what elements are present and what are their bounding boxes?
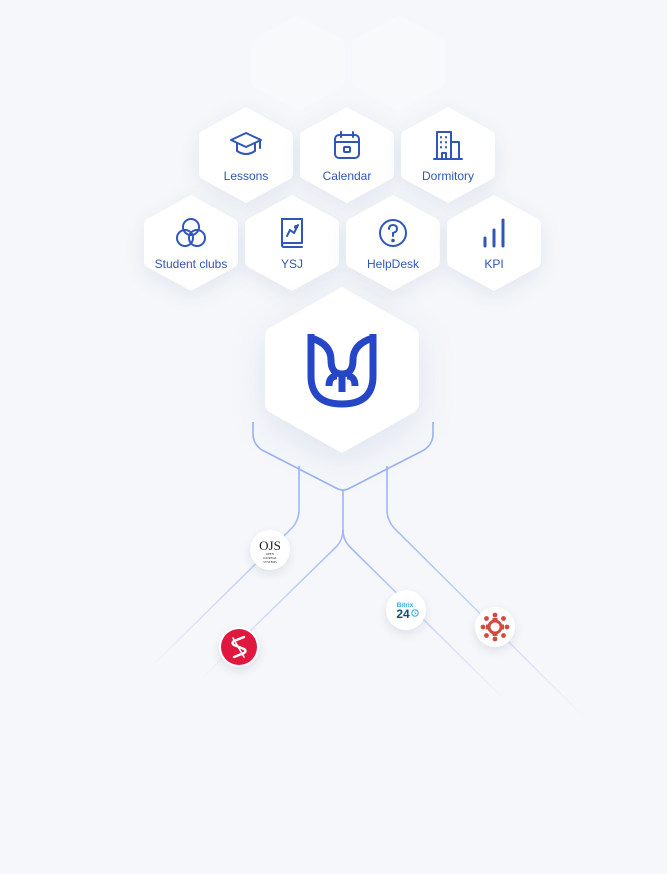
- ghost-hex-right: [350, 13, 448, 113]
- svg-text:OPEN: OPEN: [266, 552, 275, 556]
- ghost-hex-shape: [251, 15, 345, 111]
- tile-ysj[interactable]: YSJ: [243, 193, 341, 293]
- hex-background: [300, 107, 394, 203]
- svg-text:SYSTEMS: SYSTEMS: [263, 560, 277, 564]
- bar-chart-icon: [477, 216, 511, 250]
- tile-calendar[interactable]: Calendar: [298, 105, 396, 205]
- tile-label: YSJ: [280, 257, 303, 271]
- tile-label: Student clubs: [154, 257, 228, 271]
- ghost-hex-left: [249, 13, 347, 113]
- graduation-cap-icon: [229, 128, 263, 162]
- hex-background: [401, 107, 495, 203]
- integration-red-circle[interactable]: [475, 607, 515, 647]
- tile-helpdesk[interactable]: HelpDesk: [344, 193, 442, 293]
- circles-icon: [174, 216, 208, 250]
- tile-label: Lessons: [223, 169, 269, 183]
- red-s-logo-icon: [221, 629, 257, 665]
- canvas-logo-icon: [480, 612, 510, 642]
- tile-dormitory[interactable]: Dormitory: [399, 105, 497, 205]
- building-icon: [431, 128, 465, 162]
- tile-kpi[interactable]: KPI: [445, 193, 543, 293]
- integration-bitrix24[interactable]: Bitrix 24: [386, 590, 426, 630]
- main-hex-background: [265, 287, 419, 453]
- tile-label: Calendar: [322, 169, 372, 183]
- journal-book-icon: [275, 216, 309, 250]
- ojs-logo-icon: OJS OPEN JOURNAL SYSTEMS: [259, 538, 281, 564]
- integration-red-s[interactable]: [219, 627, 259, 667]
- calendar-icon: [330, 128, 364, 162]
- main-logo-hex: [263, 285, 421, 455]
- tile-label: Dormitory: [421, 169, 474, 183]
- ghost-hex-shape: [352, 15, 446, 111]
- svg-text:Bitrix: Bitrix: [397, 602, 414, 609]
- hex-background: [346, 195, 440, 291]
- tile-label: KPI: [484, 257, 504, 271]
- help-circle-icon: [376, 216, 410, 250]
- svg-text:JOURNAL: JOURNAL: [263, 556, 277, 560]
- tile-label: HelpDesk: [366, 257, 420, 271]
- tile-student-clubs[interactable]: Student clubs: [142, 193, 240, 293]
- integration-ojs[interactable]: OJS OPEN JOURNAL SYSTEMS: [250, 530, 290, 570]
- svg-text:OJS: OJS: [259, 538, 281, 553]
- tile-lessons[interactable]: Lessons: [197, 105, 295, 205]
- university-logo-icon: [307, 334, 377, 408]
- svg-text:24: 24: [396, 607, 410, 621]
- bitrix24-logo-icon: Bitrix 24: [396, 602, 419, 621]
